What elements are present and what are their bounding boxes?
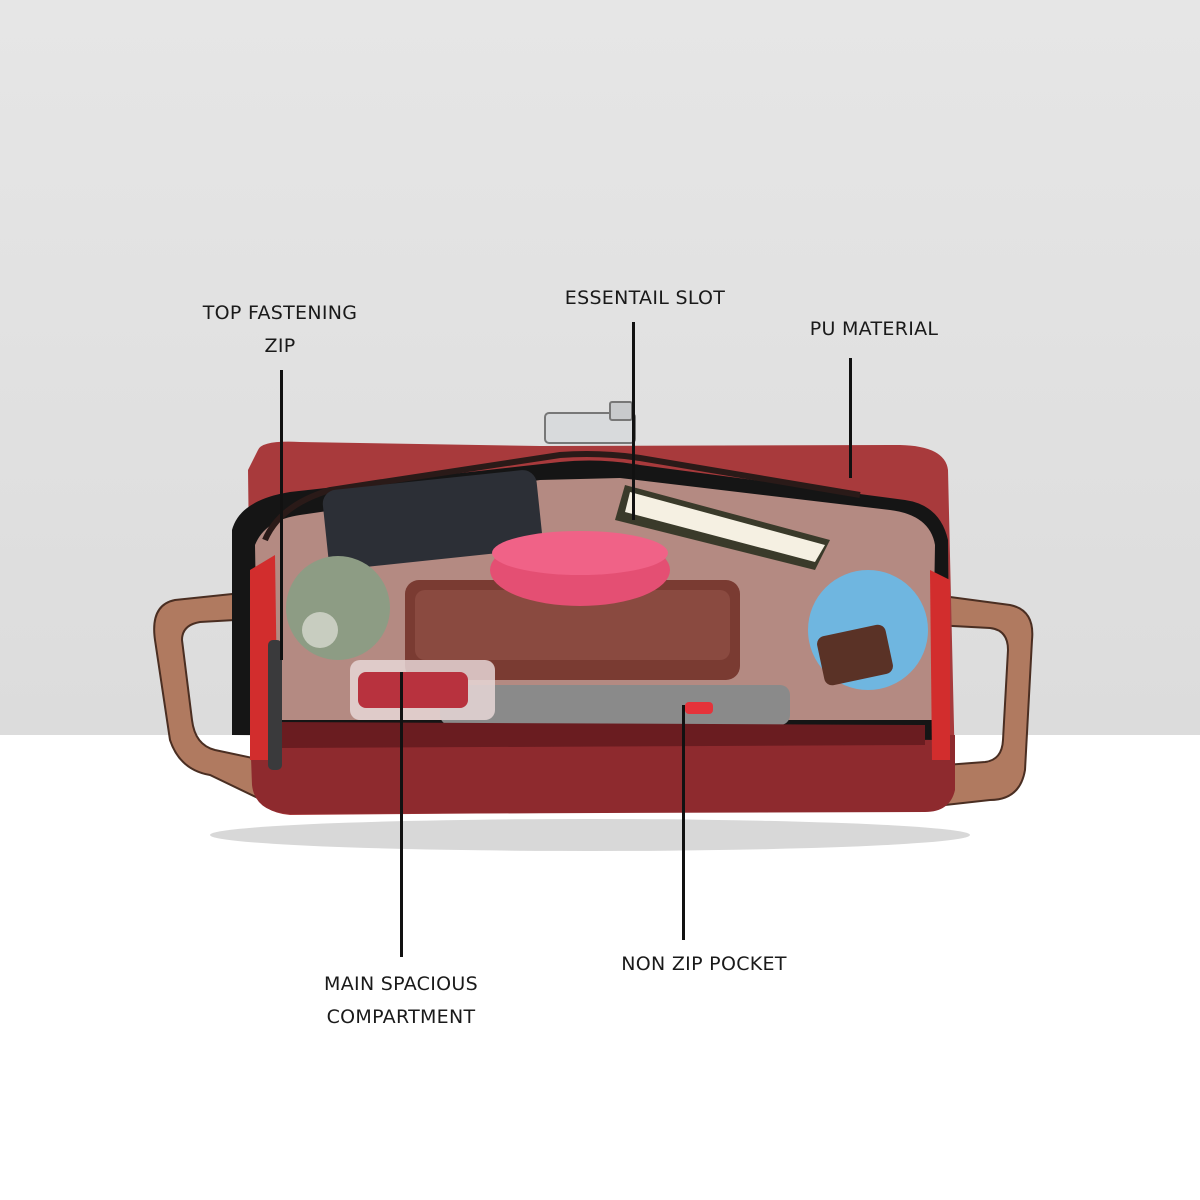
main-compartment-label: MAIN SPACIOUS COMPARTMENT: [296, 968, 506, 1034]
pink-compact-top: [492, 531, 668, 575]
top-zip-label: TOP FASTENING ZIP: [180, 297, 380, 363]
phone-red-button: [685, 702, 713, 714]
non-zip-pocket-callout-line: [682, 705, 685, 940]
bottle-cap: [302, 612, 338, 648]
power-bank: [322, 470, 543, 570]
essential-slot-label: ESSENTAIL SLOT: [564, 287, 726, 309]
bag-shadow: [210, 819, 970, 851]
top-zip-label-line2: ZIP: [264, 335, 296, 357]
pu-material-label: PU MATERIAL: [809, 318, 939, 340]
top-zip-label-line1: TOP FASTENING: [202, 302, 358, 324]
pu-material-callout-line: [849, 358, 852, 478]
notebook-pages: [625, 492, 825, 562]
zip-puller: [268, 640, 282, 770]
front-panel: [250, 730, 955, 814]
clasp-latch: [609, 401, 633, 421]
phone: [440, 685, 790, 725]
zip-track: [262, 451, 861, 542]
wallet-flap: [415, 590, 730, 660]
pocket-edge: [275, 722, 925, 748]
lip-gloss-fill: [358, 672, 468, 708]
main-compartment-label-line2: COMPARTMENT: [326, 1006, 476, 1028]
non-zip-pocket-label: NON ZIP POCKET: [621, 953, 787, 975]
green-bottle: [286, 556, 390, 660]
main-compartment-label-line1: MAIN SPACIOUS: [324, 973, 478, 995]
top-zip-callout-line: [280, 370, 283, 660]
blue-bottle-label: [817, 624, 893, 686]
main-compartment-callout-line: [400, 672, 403, 957]
essential-slot-callout-line: [632, 322, 635, 520]
right-gusset: [930, 570, 950, 760]
